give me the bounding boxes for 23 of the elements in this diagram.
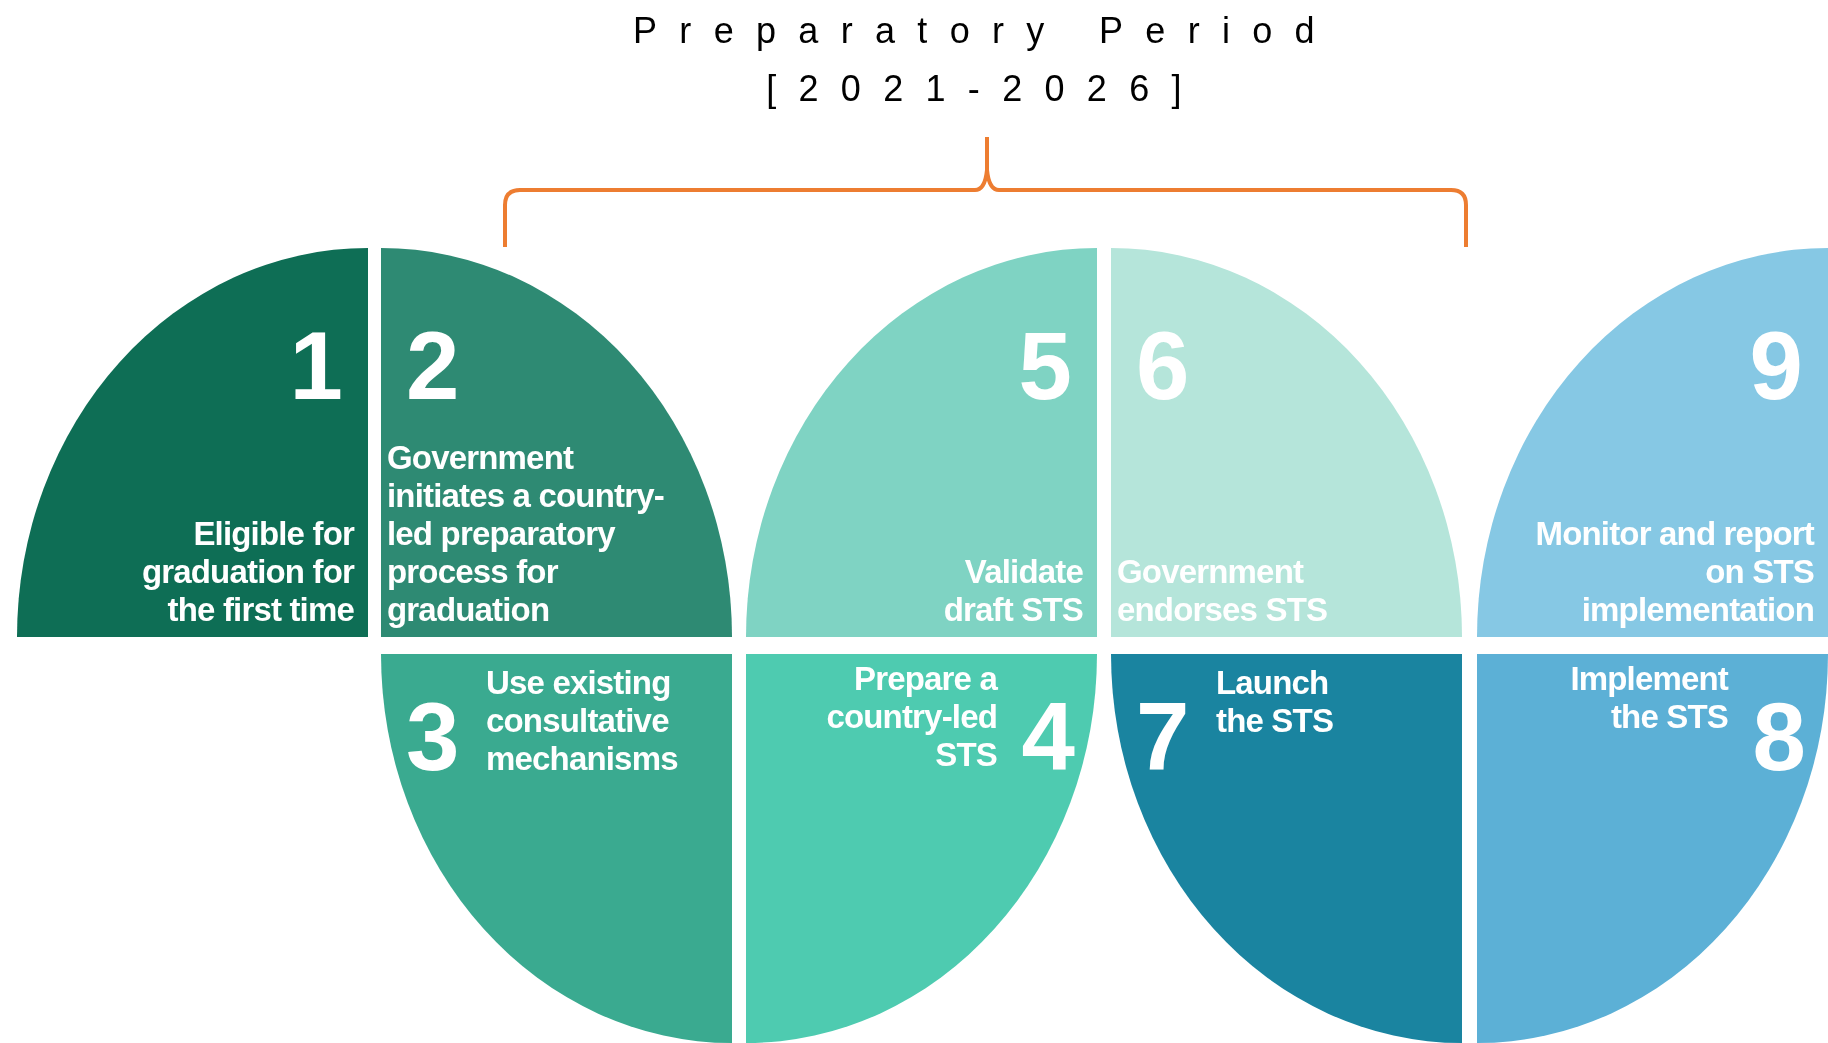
quarter-circle-segment bbox=[381, 654, 732, 1043]
step-text: Government initiates a country-led preparatory process for graduation bbox=[387, 439, 665, 629]
step-number: 9 bbox=[1749, 318, 1803, 414]
step-number: 2 bbox=[406, 318, 460, 414]
step-number: 8 bbox=[1752, 689, 1806, 785]
step-text: Government endorses STS bbox=[1117, 553, 1329, 629]
title: Preparatory Period [2021-2026] bbox=[632, 9, 1338, 111]
step-number: 4 bbox=[1021, 689, 1075, 785]
step-number: 7 bbox=[1136, 689, 1190, 785]
step-text: Eligible for graduation for the first time bbox=[140, 515, 354, 629]
step-text: Use existing consultative mechanisms bbox=[486, 664, 679, 778]
step-number: 5 bbox=[1018, 318, 1072, 414]
step-number: 1 bbox=[289, 318, 343, 414]
step-number: 6 bbox=[1136, 318, 1190, 414]
step-number: 3 bbox=[406, 689, 460, 785]
quarter-circle-segment bbox=[1111, 654, 1462, 1043]
step-text: Launch the STS bbox=[1216, 664, 1335, 740]
step-text: Validate draft STS bbox=[942, 553, 1083, 629]
quarter-circle-segment bbox=[746, 654, 1097, 1043]
step-text: Monitor and report on STS implementation bbox=[1534, 515, 1814, 629]
step-text: Implement the STS bbox=[1569, 660, 1728, 736]
quarter-circle-segment bbox=[1477, 654, 1828, 1043]
step-text: Prepare a country-led STS bbox=[825, 660, 997, 774]
